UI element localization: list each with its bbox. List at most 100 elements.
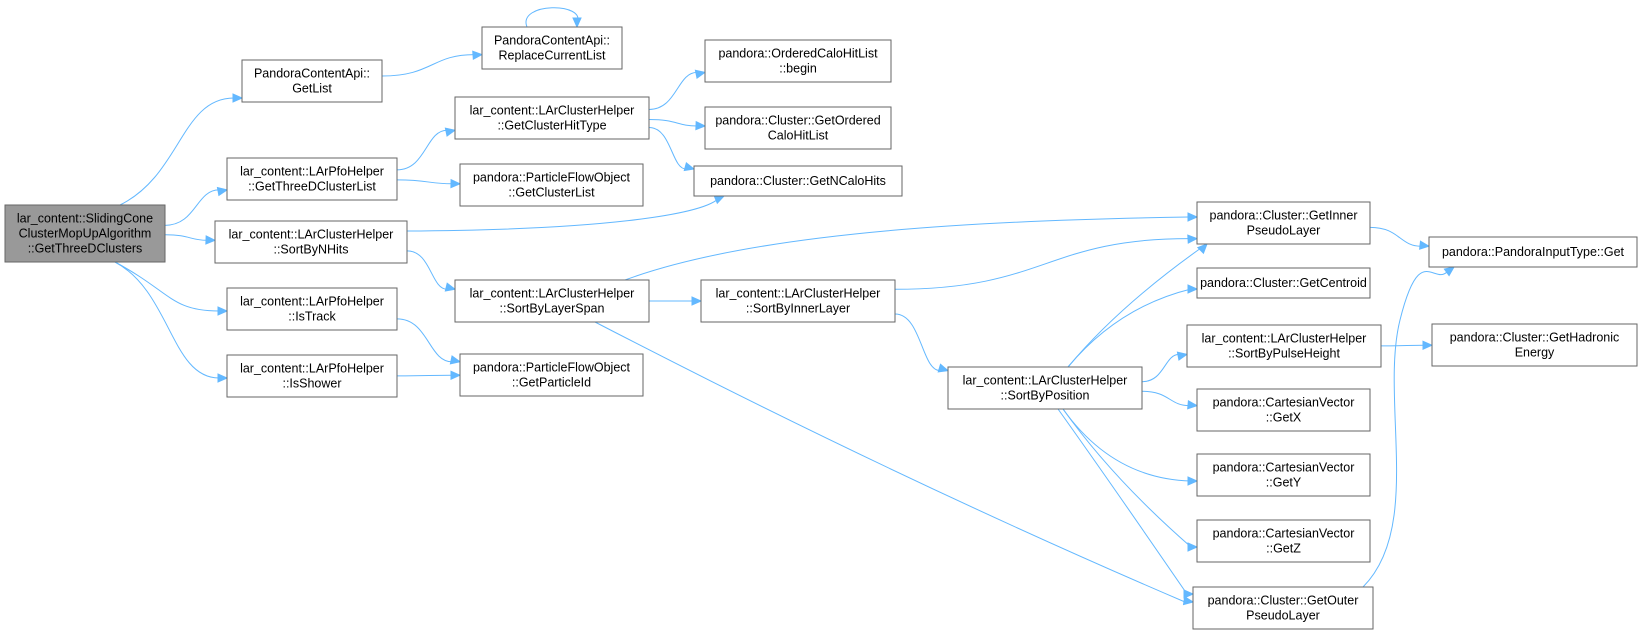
- edge-line: [1141, 353, 1180, 383]
- node-gethittype[interactable]: lar_content::LArClusterHelper::GetCluste…: [454, 96, 650, 140]
- edge-arrowhead: [937, 363, 950, 373]
- node-sortbyposition[interactable]: lar_content::LArClusterHelper::SortByPos…: [947, 366, 1143, 410]
- edge-arrowhead: [713, 195, 726, 205]
- node-getthreed[interactable]: lar_content::LArPfoHelper::GetThreeDClus…: [226, 157, 398, 201]
- node-label-line: CaloHitList: [768, 129, 829, 143]
- edge-arrowhead: [1443, 266, 1455, 277]
- node-sortbylayerspan[interactable]: lar_content::LArClusterHelper::SortByLay…: [454, 279, 650, 323]
- node-gety[interactable]: pandora::CartesianVector::GetY: [1196, 453, 1371, 497]
- node-box: [226, 157, 398, 201]
- node-isshower[interactable]: lar_content::LArPfoHelper::IsShower: [226, 354, 398, 398]
- edge-line: [396, 179, 453, 185]
- node-inputget[interactable]: pandora::PandoraInputType::Get: [1428, 236, 1638, 268]
- edge-sortbypulse-to-hadronic: [1380, 340, 1434, 351]
- edge-arrowhead: [683, 161, 696, 172]
- edge-line: [894, 313, 941, 372]
- node-box: [454, 96, 650, 140]
- node-label-line: lar_content::LArClusterHelper: [470, 287, 635, 301]
- edge-line: [406, 250, 448, 290]
- node-getparticleid[interactable]: pandora::ParticleFlowObject::GetParticle…: [459, 353, 644, 397]
- edge-line: [525, 7, 579, 28]
- node-label-line: ::GetX: [1266, 411, 1302, 425]
- node-box: [1196, 267, 1371, 299]
- edge-arrowhead: [1187, 476, 1199, 486]
- node-root[interactable]: lar_content::SlidingConeClusterMopUpAlgo…: [4, 204, 166, 263]
- edge-arrowhead: [1187, 400, 1199, 410]
- node-label-line: PandoraContentApi::: [254, 67, 370, 81]
- node-box: [459, 353, 644, 397]
- node-getcentroid[interactable]: pandora::Cluster::GetCentroid: [1196, 267, 1371, 299]
- node-label-line: pandora::CartesianVector: [1213, 461, 1355, 475]
- edge-arrowhead: [450, 178, 462, 189]
- edge-arrowhead: [217, 373, 229, 383]
- edge-arrowhead: [1422, 340, 1434, 351]
- node-sortbynhits[interactable]: lar_content::LArClusterHelper::SortByNHi…: [214, 220, 408, 264]
- node-label-line: pandora::ParticleFlowObject: [473, 361, 631, 375]
- node-label-line: pandora::OrderedCaloHitList: [718, 47, 878, 61]
- node-getlist[interactable]: PandoraContentApi::GetList: [241, 59, 383, 103]
- edge-line: [114, 261, 220, 379]
- edge-arrowhead: [205, 235, 217, 245]
- edge-line: [396, 374, 453, 377]
- edge-line: [594, 321, 1186, 603]
- node-getncalohits[interactable]: pandora::Cluster::GetNCaloHits: [693, 165, 903, 197]
- edge-arrowhead: [1187, 284, 1199, 294]
- edge-arrowhead: [472, 50, 484, 61]
- node-label-line: pandora::ParticleFlowObject: [473, 171, 631, 185]
- node-replace[interactable]: PandoraContentApi::ReplaceCurrentList: [481, 26, 623, 70]
- edge-arrowhead: [695, 120, 707, 131]
- edge-sortbyposition-to-getinner: [1067, 243, 1208, 368]
- node-label-line: ::GetThreeDClusters: [28, 242, 143, 256]
- edge-line: [894, 238, 1190, 290]
- edge-root-to-sortbynhits: [164, 234, 217, 245]
- edge-line: [1141, 390, 1190, 407]
- nodes-layer: lar_content::SlidingConeClusterMopUpAlgo…: [4, 26, 1638, 630]
- node-label-line: ::SortByLayerSpan: [500, 302, 605, 316]
- edge-gethittype-to-getordered: [648, 119, 707, 131]
- edge-arrowhead: [1182, 595, 1195, 606]
- edge-arrowhead: [572, 17, 582, 29]
- edge-arrowhead: [691, 296, 703, 306]
- node-sortbyinner[interactable]: lar_content::LArClusterHelper::SortByInn…: [700, 279, 896, 323]
- node-label-line: ::SortByPosition: [1001, 389, 1090, 403]
- edge-sortbynhits-to-sortbylayerspan: [406, 250, 457, 292]
- node-label-line: lar_content::LArClusterHelper: [963, 374, 1128, 388]
- edge-line: [1369, 226, 1422, 247]
- node-label-line: pandora::Cluster::GetOrdered: [715, 114, 880, 128]
- edge-root-to-getlist: [119, 93, 244, 206]
- edge-arrowhead: [444, 127, 457, 137]
- edge-line: [1057, 408, 1188, 595]
- node-label-line: pandora::Cluster::GetOuter: [1208, 594, 1359, 608]
- node-getx[interactable]: pandora::CartesianVector::GetX: [1196, 388, 1371, 432]
- edge-gethittype-to-getncalohits: [648, 126, 696, 172]
- node-box: [226, 354, 398, 398]
- edge-sortbyposition-to-sortbypulse: [1141, 351, 1189, 383]
- edge-root-to-getthreed: [164, 186, 229, 226]
- node-getz[interactable]: pandora::CartesianVector::GetZ: [1196, 519, 1371, 563]
- node-label-line: ::IsTrack: [288, 310, 336, 324]
- edge-line: [1062, 408, 1192, 548]
- node-label-line: lar_content::LArPfoHelper: [240, 362, 384, 376]
- edge-arrowhead: [444, 282, 457, 292]
- node-box: [1192, 586, 1374, 630]
- node-begin[interactable]: pandora::OrderedCaloHitList::begin: [704, 39, 892, 83]
- node-box: [1196, 388, 1371, 432]
- edge-sortbynhits-to-getncalohits: [406, 195, 726, 232]
- node-pfogetclusterlist[interactable]: pandora::ParticleFlowObject::GetClusterL…: [459, 163, 644, 207]
- node-label-line: ::begin: [779, 62, 817, 76]
- node-box: [481, 26, 623, 70]
- node-box: [700, 279, 896, 323]
- edge-arrowhead: [450, 370, 462, 381]
- edge-arrowhead: [1176, 351, 1189, 361]
- node-sortbypulse[interactable]: lar_content::LArClusterHelper::SortByPul…: [1186, 324, 1382, 368]
- node-istrack[interactable]: lar_content::LArPfoHelper::IsTrack: [226, 287, 398, 331]
- node-box: [4, 204, 166, 263]
- edge-sortbyposition-to-getouter: [1057, 408, 1195, 599]
- node-label-line: lar_content::LArClusterHelper: [470, 104, 635, 118]
- edge-line: [114, 261, 220, 312]
- edge-arrowhead: [1419, 240, 1431, 250]
